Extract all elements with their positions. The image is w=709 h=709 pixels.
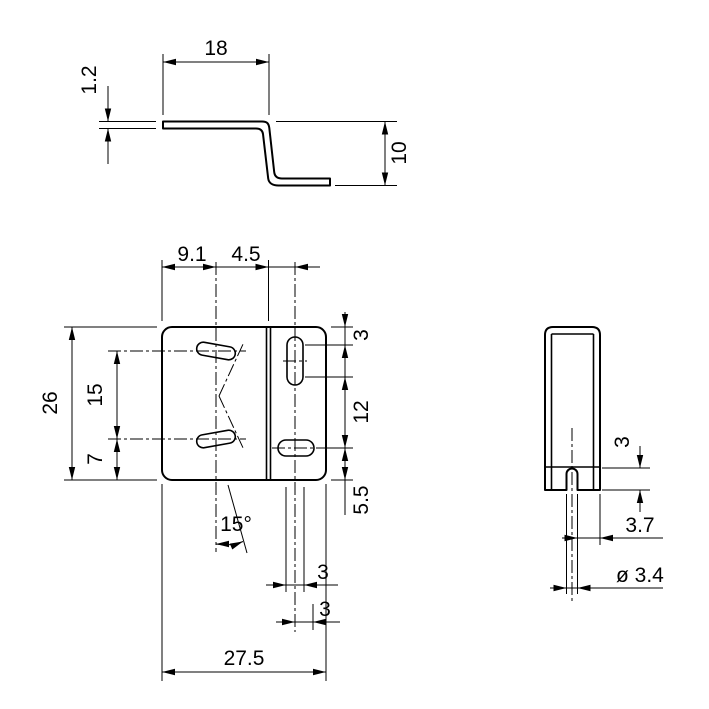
arrow xyxy=(295,263,308,271)
arrow xyxy=(282,618,295,626)
dim-front-bottom-a: 3 xyxy=(266,487,338,592)
angled-slot-bottom xyxy=(195,429,237,449)
centerline xyxy=(218,341,245,397)
dim-label-4-5: 4.5 xyxy=(231,243,260,266)
arrow xyxy=(113,439,121,452)
dim-z-height: 10 xyxy=(276,121,411,186)
dim-front-hole-spacing: 12 xyxy=(305,345,373,449)
arrow xyxy=(162,668,175,676)
arrow xyxy=(162,263,175,271)
dim-label-1-2: 1.2 xyxy=(78,65,101,94)
arrow xyxy=(564,534,578,542)
arrow xyxy=(104,128,112,142)
dim-label-18: 18 xyxy=(204,37,227,60)
dim-front-hole-bottom: 5.5 xyxy=(331,448,373,515)
dim-label-15deg: 15° xyxy=(220,513,252,536)
arrow xyxy=(553,584,567,592)
arrow xyxy=(256,58,269,66)
dim-z-top-width: 18 xyxy=(162,37,270,115)
dim-front-slot-spacing: 15 xyxy=(84,351,121,439)
arrow xyxy=(381,172,389,186)
dim-label-7: 7 xyxy=(84,453,107,465)
dim-label-3-7: 3.7 xyxy=(625,514,654,537)
arrow xyxy=(636,490,644,503)
arrow xyxy=(113,426,121,439)
arrow xyxy=(113,351,121,364)
dim-front-slot-offset: 9.1 xyxy=(161,243,320,321)
dim-side-hole-dia: ø 3.4 xyxy=(550,564,664,592)
side-outline xyxy=(544,326,601,491)
z-profile-view: 18 1.2 10 xyxy=(78,37,411,187)
arrow xyxy=(68,467,76,480)
centerlines xyxy=(108,262,320,632)
arrow xyxy=(229,538,245,550)
arrow xyxy=(381,121,389,135)
angle-leg-line xyxy=(227,484,248,554)
front-view: 9.1 4.5 26 15 7 xyxy=(39,243,373,681)
arrow xyxy=(68,327,76,340)
dim-side-notch-depth: 3 xyxy=(602,436,650,512)
arrow xyxy=(313,668,326,676)
front-outline xyxy=(161,326,327,481)
dim-label-3-right: 3 xyxy=(350,329,373,341)
dim-z-thickness: 1.2 xyxy=(78,65,156,164)
dim-label-9-1: 9.1 xyxy=(177,243,206,266)
dim-front-hole-offset: 4.5 xyxy=(231,243,308,271)
arrow xyxy=(636,455,644,468)
dim-front-width: 27.5 xyxy=(161,484,327,681)
angled-slot-top xyxy=(195,341,237,361)
dim-label-15: 15 xyxy=(84,383,107,406)
arrow xyxy=(113,467,121,480)
dim-front-height: 26 xyxy=(39,326,157,481)
dim-front-slot-bottom: 7 xyxy=(84,439,121,480)
dim-label-3-bottom-a: 3 xyxy=(317,561,329,584)
dim-label-27-5: 27.5 xyxy=(224,647,265,670)
dim-label-dia-3-4: ø 3.4 xyxy=(616,564,664,587)
dim-label-12: 12 xyxy=(350,400,373,423)
dim-side-notch-offset: 3.7 xyxy=(562,494,663,545)
dim-front-bottom-b: 3 xyxy=(276,598,340,630)
dim-front-slot-angle: 15° xyxy=(215,484,252,554)
dim-front-hole-top: 3 xyxy=(305,312,373,358)
arrow xyxy=(341,467,349,480)
arrow xyxy=(577,584,591,592)
dim-label-26: 26 xyxy=(39,391,62,414)
dim-label-3-bottom-b: 3 xyxy=(319,598,331,621)
side-view: 3 3.7 ø 3.4 xyxy=(544,326,664,602)
arrow xyxy=(273,581,286,589)
arrow xyxy=(341,435,349,448)
dim-label-3-side: 3 xyxy=(611,436,634,448)
arrow xyxy=(600,534,613,542)
arrow xyxy=(304,581,317,589)
arrow xyxy=(341,377,349,390)
arrow xyxy=(163,58,176,66)
z-profile-outline xyxy=(162,120,331,187)
arrow xyxy=(341,448,349,461)
arrow xyxy=(104,108,112,122)
dim-label-10: 10 xyxy=(388,141,411,164)
arrow xyxy=(216,540,229,548)
dim-label-5-5: 5.5 xyxy=(350,485,373,514)
centerline xyxy=(218,395,245,451)
arrow xyxy=(341,314,349,327)
